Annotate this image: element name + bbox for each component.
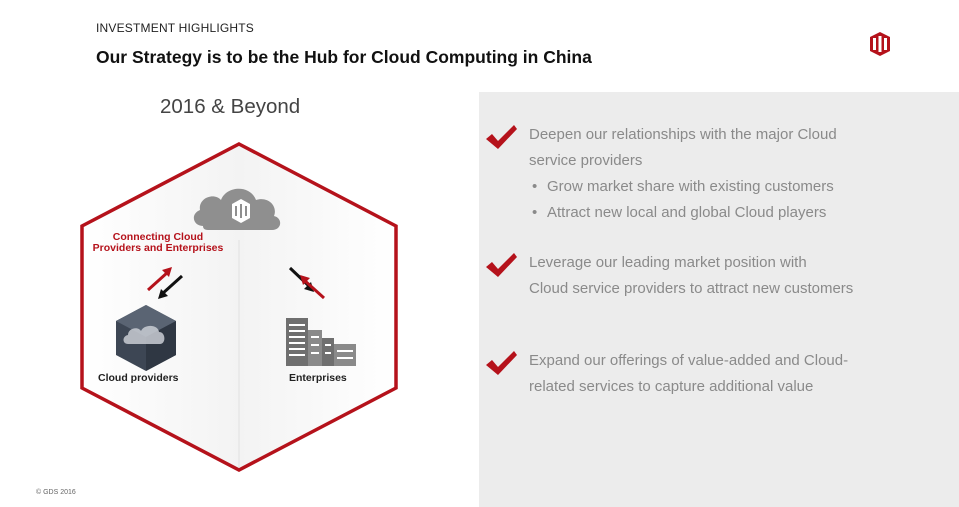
hub-center-label-line1: Connecting Cloud [112,231,204,243]
section-eyebrow: INVESTMENT HIGHLIGHTS [96,21,254,35]
checkmark-icon [486,253,517,277]
checkmark-icon [486,351,517,375]
bullet-text: Deepen our relationships with the major … [529,122,929,226]
sub-bullet: Grow market share with existing customer… [529,174,929,200]
sub-bullet: Attract new local and global Cloud playe… [529,200,929,226]
bullet-text: Leverage our leading market position wit… [529,250,929,302]
bullet-line: Cloud service providers to attract new c… [529,280,854,297]
hub-hexagon-diagram [80,142,398,472]
enterprise-buildings-icon [286,318,356,366]
gds-logo-icon [870,32,890,56]
slide-title: Our Strategy is to be the Hub for Cloud … [96,47,592,67]
hub-center-label: Connecting Cloud Providers and Enterpris… [78,232,238,254]
checkmark-icon [486,125,517,149]
bullet-line: related services to capture additional v… [529,378,814,395]
bullet-line: service providers [529,152,643,169]
strategy-panel [479,92,959,507]
diagram-subtitle: 2016 & Beyond [160,95,301,118]
enterprises-label: Enterprises [289,372,347,384]
right-exchange-arrows [288,266,326,300]
sub-bullet-list: Grow market share with existing customer… [529,174,929,226]
bullet-line: Deepen our relationships with the major … [529,126,837,143]
bullet-text: Expand our offerings of value-added and … [529,348,929,400]
copyright-footer: © GDS 2016 [36,489,76,496]
cloud-hub-icon [193,188,281,230]
bullet-line: Leverage our leading market position wit… [529,254,807,271]
cloud-providers-label: Cloud providers [98,372,179,384]
bullet-line: Expand our offerings of value-added and … [529,352,849,369]
hub-center-label-line2: Providers and Enterprises [92,242,224,254]
cloud-provider-cube-icon [116,305,176,371]
left-exchange-arrows [146,267,184,299]
